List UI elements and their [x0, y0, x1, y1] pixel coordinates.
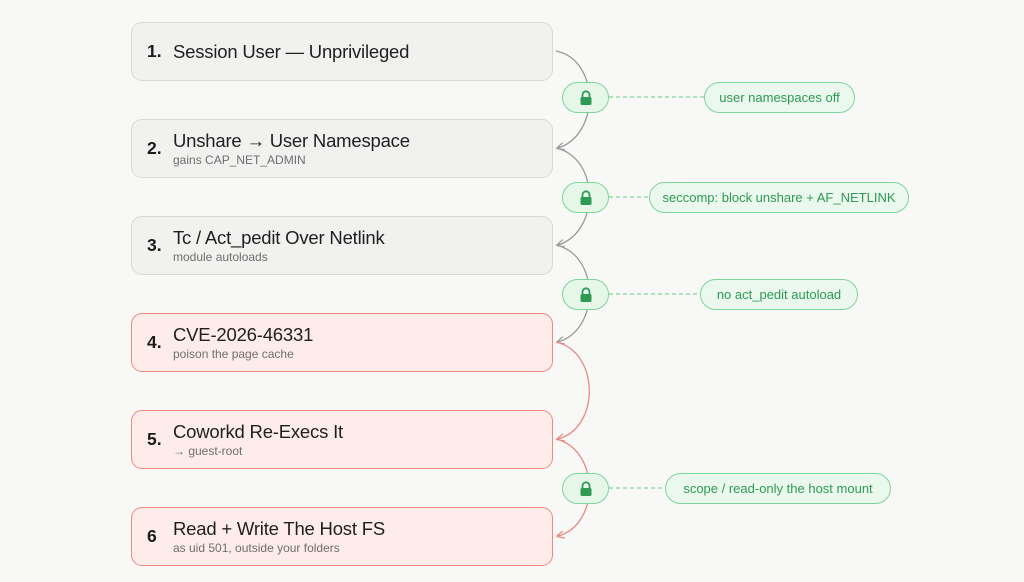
- step-number: 3.: [147, 235, 162, 255]
- step-number: 1.: [147, 41, 162, 61]
- step-2: 2. Unshare → User Namespace gains CAP_NE…: [131, 119, 553, 178]
- step-subtitle: poison the page cache: [173, 346, 294, 361]
- mitigation-tag-4: scope / read-only the host mount: [665, 473, 891, 504]
- lock-pill-1: [562, 82, 609, 113]
- step-1: 1. Session User — Unprivileged: [131, 22, 553, 81]
- lock-icon: [580, 89, 591, 105]
- step-title: Read + Write The Host FS: [173, 517, 385, 539]
- lock-pill-3: [562, 279, 609, 310]
- step-subtitle: as uid 501, outside your folders: [173, 540, 340, 555]
- step-subtitle: gains CAP_NET_ADMIN: [173, 152, 306, 167]
- lock-pill-4: [562, 473, 609, 504]
- step-subtitle: → guest-root: [173, 443, 243, 458]
- mitigation-tag-2: seccomp: block unshare + AF_NETLINK: [649, 182, 909, 213]
- connector-4-5: [556, 341, 590, 439]
- step-number: 5.: [147, 429, 162, 449]
- step-number: 2.: [147, 138, 162, 158]
- step-number: 4.: [147, 332, 162, 352]
- lock-icon: [580, 189, 591, 205]
- step-title: Tc / Act_pedit Over Netlink: [173, 226, 385, 248]
- step-title: CVE-2026-46331: [173, 323, 314, 345]
- lock-pill-2: [562, 182, 609, 213]
- step-6: 6 Read + Write The Host FS as uid 501, o…: [131, 507, 553, 566]
- mitigation-tag-1: user namespaces off: [704, 82, 855, 113]
- lock-icon: [580, 480, 591, 496]
- step-title: Coworkd Re-Execs It: [173, 420, 343, 442]
- mitigation-tag-3: no act_pedit autoload: [700, 279, 858, 310]
- step-subtitle: module autoloads: [173, 249, 268, 264]
- step-title: Session User — Unprivileged: [173, 40, 410, 62]
- step-number: 6: [147, 526, 157, 546]
- step-5: 5. Coworkd Re-Execs It → guest-root: [131, 410, 553, 469]
- step-3: 3. Tc / Act_pedit Over Netlink module au…: [131, 216, 553, 275]
- step-title: Unshare → User Namespace: [173, 129, 410, 151]
- lock-icon: [580, 286, 591, 302]
- step-4: 4. CVE-2026-46331 poison the page cache: [131, 313, 553, 372]
